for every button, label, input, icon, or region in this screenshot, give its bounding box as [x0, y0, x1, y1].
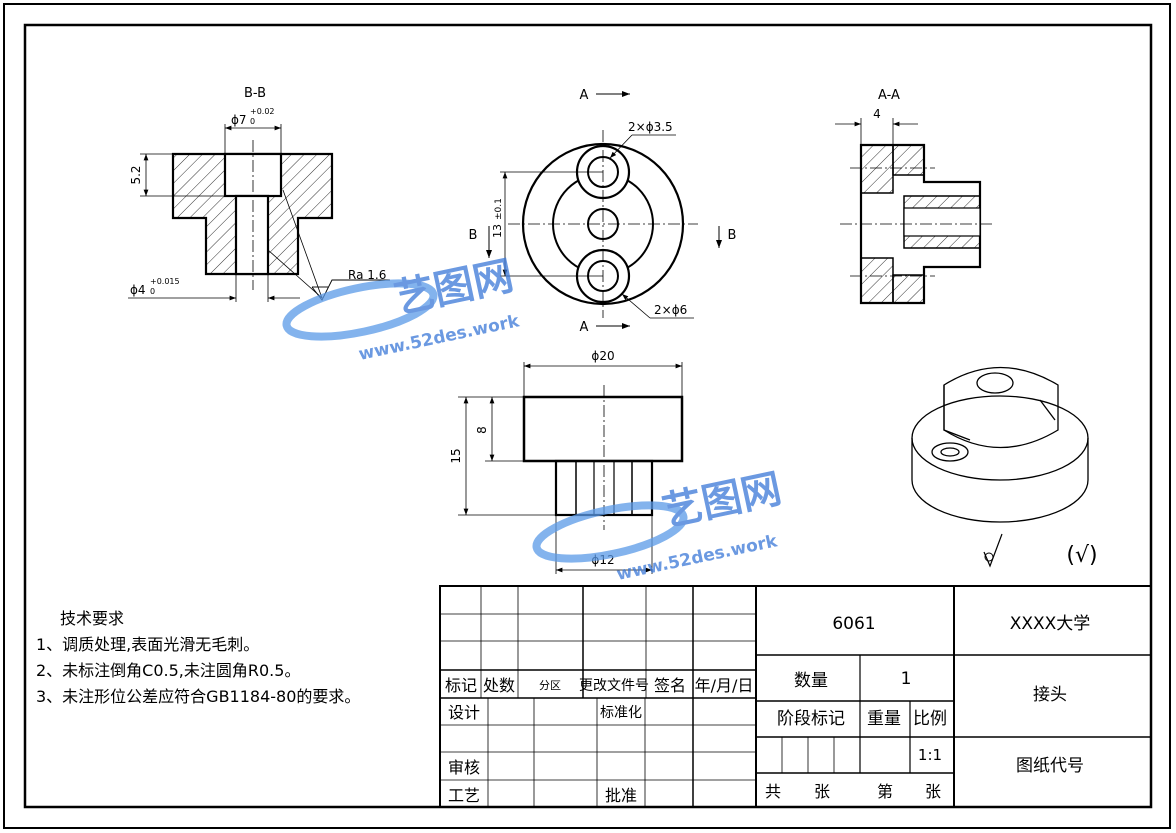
cut-a-top: A	[580, 88, 589, 103]
dim-bb-shaft: ϕ4	[130, 283, 146, 297]
requirements-heading: 技术要求	[60, 609, 125, 628]
watermark-brand-2: 艺图网	[659, 466, 786, 536]
cut-b-right: B	[728, 228, 737, 243]
material: 6061	[832, 614, 875, 634]
change-doc-label: 更改文件号	[579, 678, 649, 694]
sheet-label-2: 张	[925, 782, 941, 801]
requirement-item-3: 3、未注形位公差应符合GB1184-80的要求。	[36, 687, 361, 706]
front-view: A A B B 13 ±0.1 2×ϕ3.5 2×ϕ6	[469, 88, 737, 335]
requirement-item-1: 1、调质处理,表面光滑无毛刺。	[36, 635, 260, 654]
mark-label: 标记	[445, 676, 477, 695]
cut-b-left: B	[469, 228, 478, 243]
dim-outer-dia: ϕ20	[591, 349, 614, 363]
section-view-aa: A-A 4	[835, 88, 995, 305]
dim-total-height: 15	[449, 448, 463, 463]
zone-label: 分区	[539, 679, 561, 692]
count-label: 处数	[483, 676, 515, 695]
cut-a-bottom: A	[580, 320, 589, 335]
dim-bb-shaft-lower: 0	[150, 287, 155, 296]
watermark-url-2: www.52des.work	[615, 531, 780, 585]
title-block-text: 6061 XXXX大学 接头 图纸代号 数量 1 阶段标记 重量 比例 1:1 …	[445, 614, 1090, 805]
technical-requirements: 技术要求 1、调质处理,表面光滑无毛刺。 2、未标注倒角C0.5,未注圆角R0.…	[36, 606, 360, 710]
part-name: 接头	[1033, 685, 1067, 705]
dim-bb-bore-upper: +0.02	[250, 107, 275, 116]
quantity-label: 数量	[794, 671, 828, 691]
view-label-aa: A-A	[878, 88, 900, 103]
sheet-label: 张	[814, 782, 830, 801]
dim-bb-shaft-upper: +0.015	[150, 277, 180, 286]
dim-holes-large: 2×ϕ6	[654, 303, 687, 317]
approve-label: 批准	[605, 786, 637, 805]
scale-value: 1:1	[918, 746, 942, 764]
requirement-item-2: 2、未标注倒角C0.5,未注圆角R0.5。	[36, 661, 301, 680]
organization: XXXX大学	[1010, 614, 1091, 634]
review-label: 审核	[448, 758, 480, 777]
dim-aa-width: 4	[873, 107, 881, 121]
outer-frame	[3, 3, 1171, 829]
dim-holes-small: 2×ϕ3.5	[628, 120, 673, 134]
bb-through-hole	[234, 194, 270, 276]
watermark-brand-1: 艺图网	[391, 253, 518, 323]
watermark-url-1: www.52des.work	[357, 311, 522, 365]
side-view: ϕ20 15 8 ϕ12	[449, 349, 684, 574]
general-roughness: (√)	[983, 533, 1098, 568]
signature-label: 签名	[654, 676, 686, 695]
process-label: 工艺	[448, 786, 480, 805]
stage-label: 阶段标记	[777, 709, 845, 729]
dim-bb-depth: 5.2	[129, 165, 143, 184]
dim-spacing-tol: ±0.1	[494, 198, 504, 220]
dim-spacing: 13	[491, 224, 504, 238]
roughness-label: Ra 1.6	[348, 268, 386, 282]
dim-bb-bore-lower: 0	[250, 117, 255, 126]
watermark-1: 艺图网 www.52des.work	[282, 253, 522, 365]
scale-label: 比例	[913, 709, 947, 729]
standardize-label: 标准化	[600, 705, 642, 721]
total-label: 共	[765, 782, 781, 801]
quantity-value: 1	[901, 669, 912, 689]
view-label-bb: B-B	[244, 86, 266, 101]
dim-flange-height: 8	[475, 426, 489, 434]
watermark-2: 艺图网 www.52des.work	[532, 466, 785, 585]
weight-label: 重量	[867, 709, 901, 729]
isometric-view	[911, 366, 1089, 523]
sheet-no-label: 第	[877, 782, 893, 801]
drawing-code: 图纸代号	[1016, 756, 1084, 776]
general-roughness-label: (√)	[1066, 543, 1097, 568]
design-label: 设计	[448, 703, 480, 722]
date-label: 年/月/日	[695, 676, 754, 695]
title-block	[439, 585, 1152, 808]
section-view-bb: B-B ϕ7 +0.02 0 5.2 ϕ4 +0.015 0 Ra 1.6	[128, 86, 390, 302]
dim-bb-bore: ϕ7	[231, 113, 247, 127]
